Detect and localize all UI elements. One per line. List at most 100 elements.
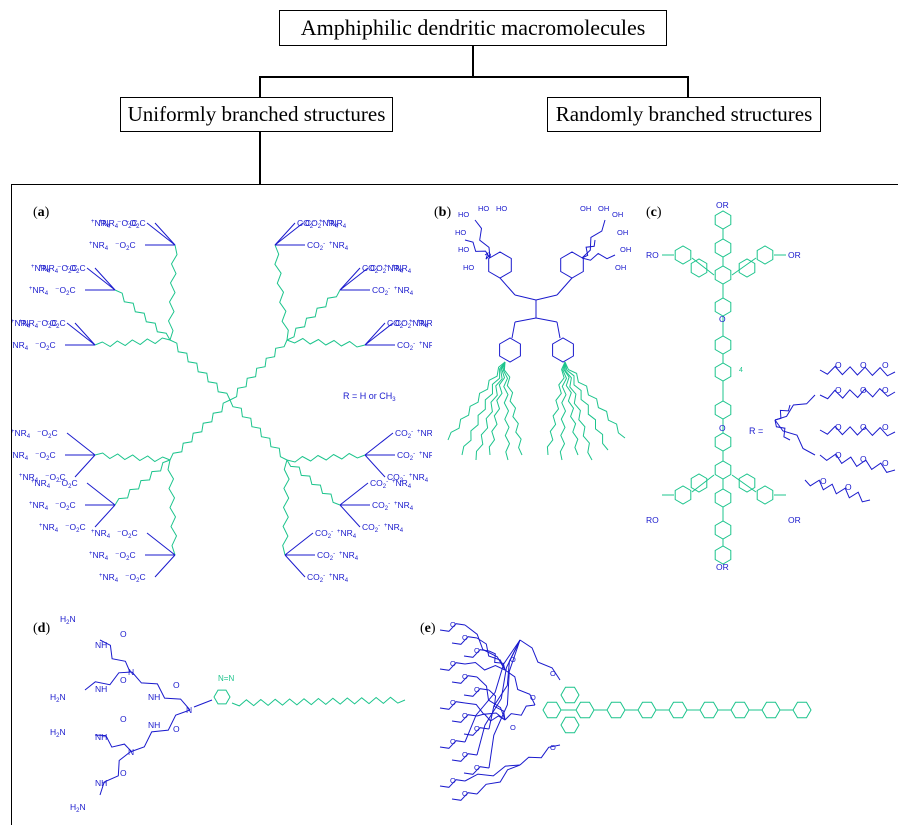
glycerol-arm (581, 252, 616, 261)
phenylene-ring (714, 335, 732, 355)
ammonium-label: +NR4 (19, 472, 39, 484)
phenylene-ring (714, 460, 732, 480)
methoxy-terminus (439, 623, 466, 632)
or-label: OR (788, 250, 801, 260)
branch-spacer (286, 289, 341, 341)
phenylene-ring (714, 238, 732, 258)
oligophenylene-ring (560, 686, 580, 704)
carboxylate-arm (284, 532, 314, 556)
or-label: OR (788, 515, 801, 525)
oligo-ether-chain (819, 453, 896, 473)
ammonium-carboxylate-pair: +NR4⁻O2C (19, 472, 66, 484)
amide-label: NH (95, 778, 107, 788)
bond (556, 321, 561, 339)
ammonium-label: +NR4 (99, 218, 119, 230)
oligo-ether-chain (804, 479, 871, 503)
carboxylate-arm (146, 532, 176, 556)
ammonium-carboxylate-pair: +NR4 ⁻O2C (12, 340, 56, 352)
backbone (129, 709, 191, 753)
carboxylate-label: CO2- (307, 240, 325, 252)
ammonium-label: +NR4 (31, 478, 51, 490)
carboxylate-label: ⁻O2C (125, 218, 146, 230)
amide-label: NH (95, 732, 107, 742)
carboxylate-arm (86, 267, 116, 291)
hydroxyl-label: OH (620, 245, 631, 254)
phenylene-ring (738, 473, 756, 493)
ammonium-carboxylate-pair: +NR4 ⁻O2C (12, 450, 56, 462)
connector-left (259, 76, 261, 97)
r-equals-label: R = (749, 426, 763, 436)
carboxylate-label: CO2- (362, 263, 380, 275)
oligophenylene-ring (542, 701, 562, 719)
carboxylate-label: ⁻O2C (35, 340, 56, 352)
carboxylate-arm (154, 222, 176, 246)
amidoamine-arm (99, 639, 131, 673)
alkyl-tail (475, 361, 506, 461)
amidoamine-arm (94, 734, 133, 753)
bond (514, 317, 537, 323)
phenylene-ring (714, 545, 732, 565)
ether-oxygen: O (835, 422, 842, 432)
alkyl-tail (564, 361, 593, 461)
oligo-ether-chain (819, 425, 896, 437)
ether-oxygen: O (510, 655, 516, 664)
ammonium-label: +NR4 (409, 318, 429, 330)
aryl-ring-left (488, 251, 512, 279)
carboxylate-arm (364, 322, 394, 346)
ammonium-carboxylate-pair: +NR4⁻O2C (39, 522, 86, 534)
tertiary-amine: N (128, 747, 134, 757)
root-title-box: Amphiphilic dendritic macromolecules (279, 10, 667, 46)
polyether-arm (464, 764, 521, 782)
amidoamine-arm (99, 751, 131, 796)
ammonium-label: +NR4 (327, 218, 347, 230)
branch-spacer (114, 459, 171, 506)
ether-oxygen: O (719, 314, 726, 324)
dendron-arm (774, 394, 816, 421)
ammonium-label: +NR4 (337, 528, 357, 540)
ether-oxygen: O (450, 659, 456, 668)
ether-oxygen: O (835, 385, 842, 395)
polyether-arm (476, 764, 521, 795)
ammonium-label: +NR4 (384, 522, 404, 534)
hydroxyl-label: OH (617, 228, 628, 237)
carboxylate-arm (66, 432, 96, 456)
hydroxyl-label: OH (598, 204, 609, 213)
ether-oxygen: O (462, 789, 468, 798)
amide-label: NH (95, 640, 107, 650)
amine-label: H2N (50, 727, 66, 739)
polyether-branch (504, 704, 536, 721)
carboxylate-label: CO2- (397, 450, 415, 462)
polyether-branch (519, 744, 561, 766)
ammonium-label: +NR4 (99, 572, 119, 584)
carboxylate-label: ⁻O2C (35, 450, 56, 462)
carboxylate-arm (86, 482, 116, 506)
ammonium-label: +NR4 (392, 263, 412, 275)
ether-oxygen: O (835, 450, 842, 460)
uniform-branch-label: Uniformly branched structures (127, 102, 386, 126)
ammonium-label: +NR4 (89, 240, 109, 252)
ammonium-label: +NR4 (12, 450, 29, 462)
hexadecyl-tail (231, 696, 406, 707)
branch-spacer (274, 244, 289, 341)
tertiary-amine: N (128, 667, 134, 677)
alkyl-tail (503, 361, 523, 456)
oligophenylene-ring (606, 701, 626, 719)
ammonium-carboxylate-pair: +NR4⁻O2C (12, 428, 58, 440)
carboxylate-label: ⁻O2C (37, 318, 58, 330)
polyether-arm (464, 624, 506, 671)
ammonium-label: +NR4 (384, 263, 404, 275)
oligophenylene-ring (637, 701, 657, 719)
ether-oxygen: O (860, 454, 867, 464)
hydroxyl-label: OH (580, 204, 591, 213)
ammonium-label: +NR4 (12, 340, 29, 352)
methoxy-terminus (451, 753, 478, 762)
methoxy-terminus (439, 701, 466, 710)
polyether-arm (464, 661, 506, 671)
methoxy-terminus (439, 662, 466, 671)
carboxylate-label: ⁻O2C (65, 263, 86, 275)
ether-oxygen: O (820, 476, 827, 486)
phenylene-ring (714, 400, 732, 420)
ether-oxygen: O (474, 646, 480, 655)
carboxylate-arm (284, 554, 306, 578)
ammonium-label: +NR4 (319, 218, 339, 230)
